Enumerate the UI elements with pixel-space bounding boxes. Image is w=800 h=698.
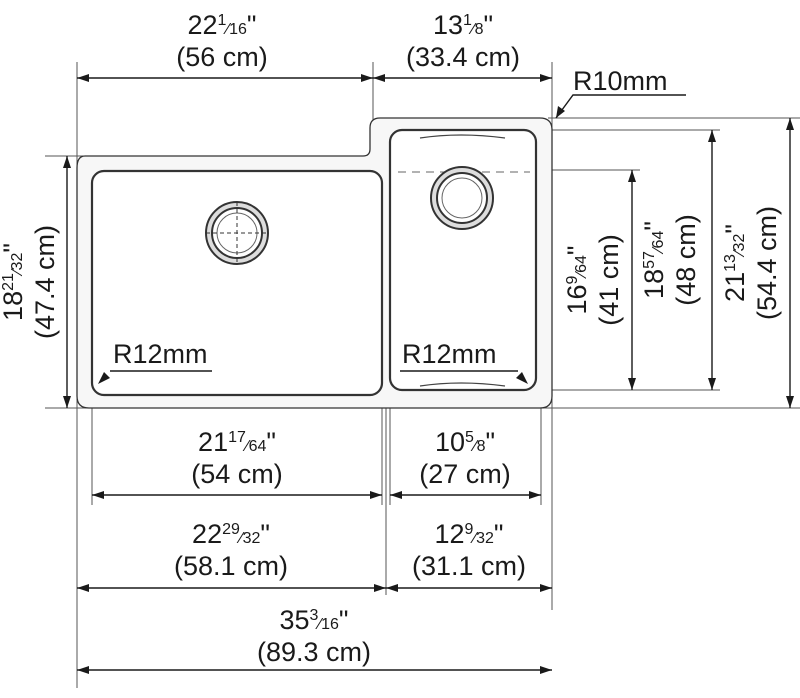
dim-left-bowl-width: 2117⁄64" (54 cm) [191,427,283,489]
dim-imperial: 1821⁄32" [0,243,28,321]
dim-metric: (47.4 cm) [30,225,60,339]
dim-imperial: 221⁄16" [187,10,256,40]
dim-right-bowl-width: 105⁄8" (27 cm) [419,427,511,489]
dim-right-bowl-outer-height: 1857⁄64" (48 cm) [639,214,701,306]
dim-imperial: 131⁄8" [433,10,493,40]
dim-metric: (54.4 cm) [752,206,782,320]
right-drain [430,166,494,230]
dim-left-section-width: 2229⁄32" (58.1 cm) [174,519,288,581]
dim-metric: (58.1 cm) [174,551,288,581]
dim-imperial: 129⁄32" [434,519,503,549]
dim-top-right-width: 131⁄8" (33.4 cm) [406,10,520,72]
dim-imperial: 105⁄8" [435,427,495,457]
dim-metric: (33.4 cm) [406,42,520,72]
dim-imperial: 169⁄64" [562,245,592,314]
dim-metric: (41 cm) [594,234,624,326]
left-bowl-radius-label: R12mm [113,339,208,369]
dim-imperial: 2113⁄32" [720,224,750,302]
left-bowl [90,169,384,397]
dim-right-section-width: 129⁄32" (31.1 cm) [412,519,526,581]
dim-right-bowl-inner-height: 169⁄64" (41 cm) [562,234,624,326]
dim-left-height: 1821⁄32" (47.4 cm) [0,225,60,339]
corner-radius-label: R10mm [573,66,668,96]
dim-metric: (89.3 cm) [257,637,371,667]
dim-overall-width: 353⁄16" (89.3 cm) [257,605,371,667]
dim-metric: (48 cm) [671,214,701,306]
dim-metric: (31.1 cm) [412,551,526,581]
dim-imperial: 2117⁄64" [198,427,276,457]
dim-metric: (54 cm) [191,459,283,489]
dim-metric: (56 cm) [176,42,268,72]
right-bowl-radius-label: R12mm [402,339,497,369]
dim-imperial: 1857⁄64" [639,221,669,299]
dim-top-left-width: 221⁄16" (56 cm) [176,10,268,72]
dim-imperial: 353⁄16" [279,605,348,635]
right-bowl [388,128,538,392]
dim-imperial: 2229⁄32" [192,519,270,549]
right-bowl-edges [419,134,506,387]
arrowheads [63,74,794,674]
left-drain [205,201,269,265]
dim-overall-height: 2113⁄32" (54.4 cm) [720,206,782,320]
dim-metric: (27 cm) [419,459,511,489]
